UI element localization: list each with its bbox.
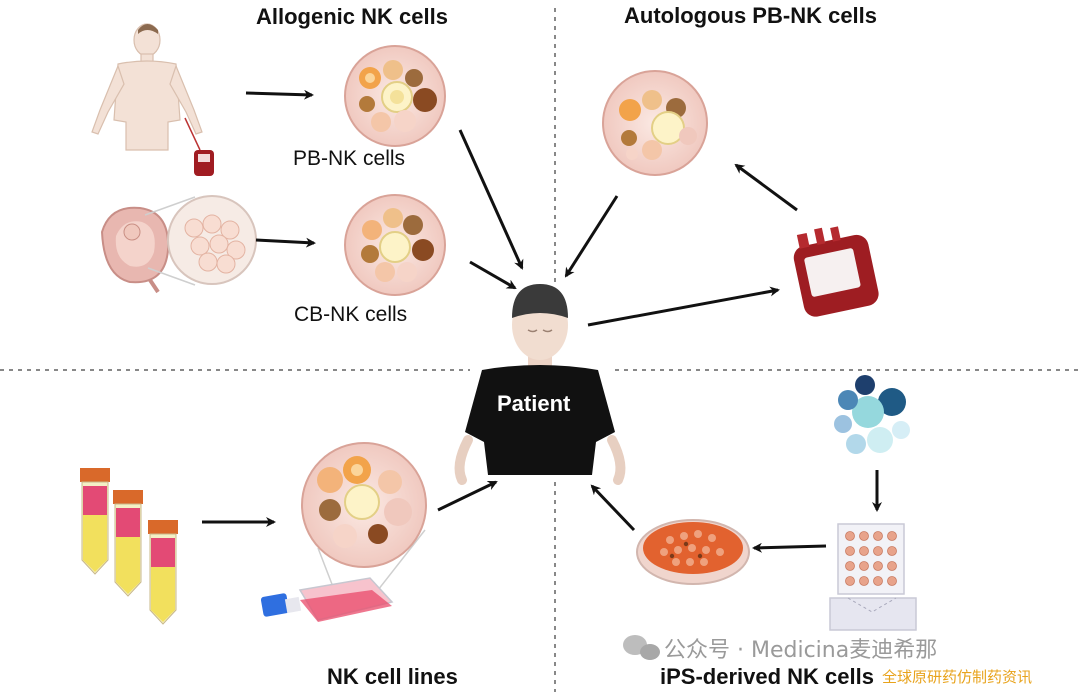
- arrow-lines-to-patient: [437, 480, 498, 512]
- watermark-sub: 全球原研药仿制药资讯: [882, 668, 1033, 686]
- arrow-auto-to-patient: [564, 195, 619, 278]
- cb-nk-cells-icon: [344, 194, 446, 296]
- centrifuge-tubes-icon: [80, 468, 178, 625]
- arrow-patient-to-bag: [587, 286, 780, 327]
- donor-figure-icon: [91, 23, 203, 151]
- cord-blood-zoom-icon: [167, 195, 257, 285]
- blood-bag-icon: [793, 226, 879, 317]
- culture-flask-icon: [260, 577, 394, 622]
- arrow-cord-to-cb: [255, 237, 316, 248]
- wechat-logo-icon: [623, 635, 660, 660]
- uterus-fetus-icon: [100, 206, 170, 294]
- flask-zoom-line-2: [377, 529, 426, 591]
- zoom-line-1: [144, 196, 196, 216]
- nk-cell-lines-icon: [301, 442, 427, 568]
- arrow-dish-to-patient: [590, 484, 636, 532]
- arrow-cb-to-patient: [469, 260, 517, 290]
- ips-cells-icon: [834, 375, 910, 454]
- arrow-bag-to-auto: [734, 163, 798, 212]
- arrows: [202, 89, 882, 553]
- arrow-plate-to-dish: [752, 542, 827, 553]
- petri-dish-icon: [636, 519, 750, 585]
- title-allogenic: Allogenic NK cells: [256, 4, 448, 29]
- label-pb-nk: PB-NK cells: [293, 147, 406, 170]
- title-ips-derived: iPS-derived NK cells: [660, 664, 874, 689]
- patient-figure-icon: [454, 284, 626, 485]
- blood-bag-small-icon: [184, 117, 214, 176]
- title-autologous: Autologous PB-NK cells: [624, 3, 878, 28]
- title-nk-cell-lines: NK cell lines: [327, 664, 458, 689]
- arrow-donor-to-pb: [245, 89, 314, 100]
- well-plate-icon: [829, 523, 917, 631]
- pb-nk-cells-icon: [344, 45, 446, 147]
- watermark-main: 公众号 · Medicina麦迪希那: [664, 638, 938, 663]
- label-patient: Patient: [497, 391, 571, 416]
- label-cb-nk: CB-NK cells: [294, 303, 408, 326]
- zoom-line-2: [147, 267, 196, 286]
- autologous-cells-icon: [602, 70, 708, 176]
- arrow-pb-to-patient: [458, 129, 524, 270]
